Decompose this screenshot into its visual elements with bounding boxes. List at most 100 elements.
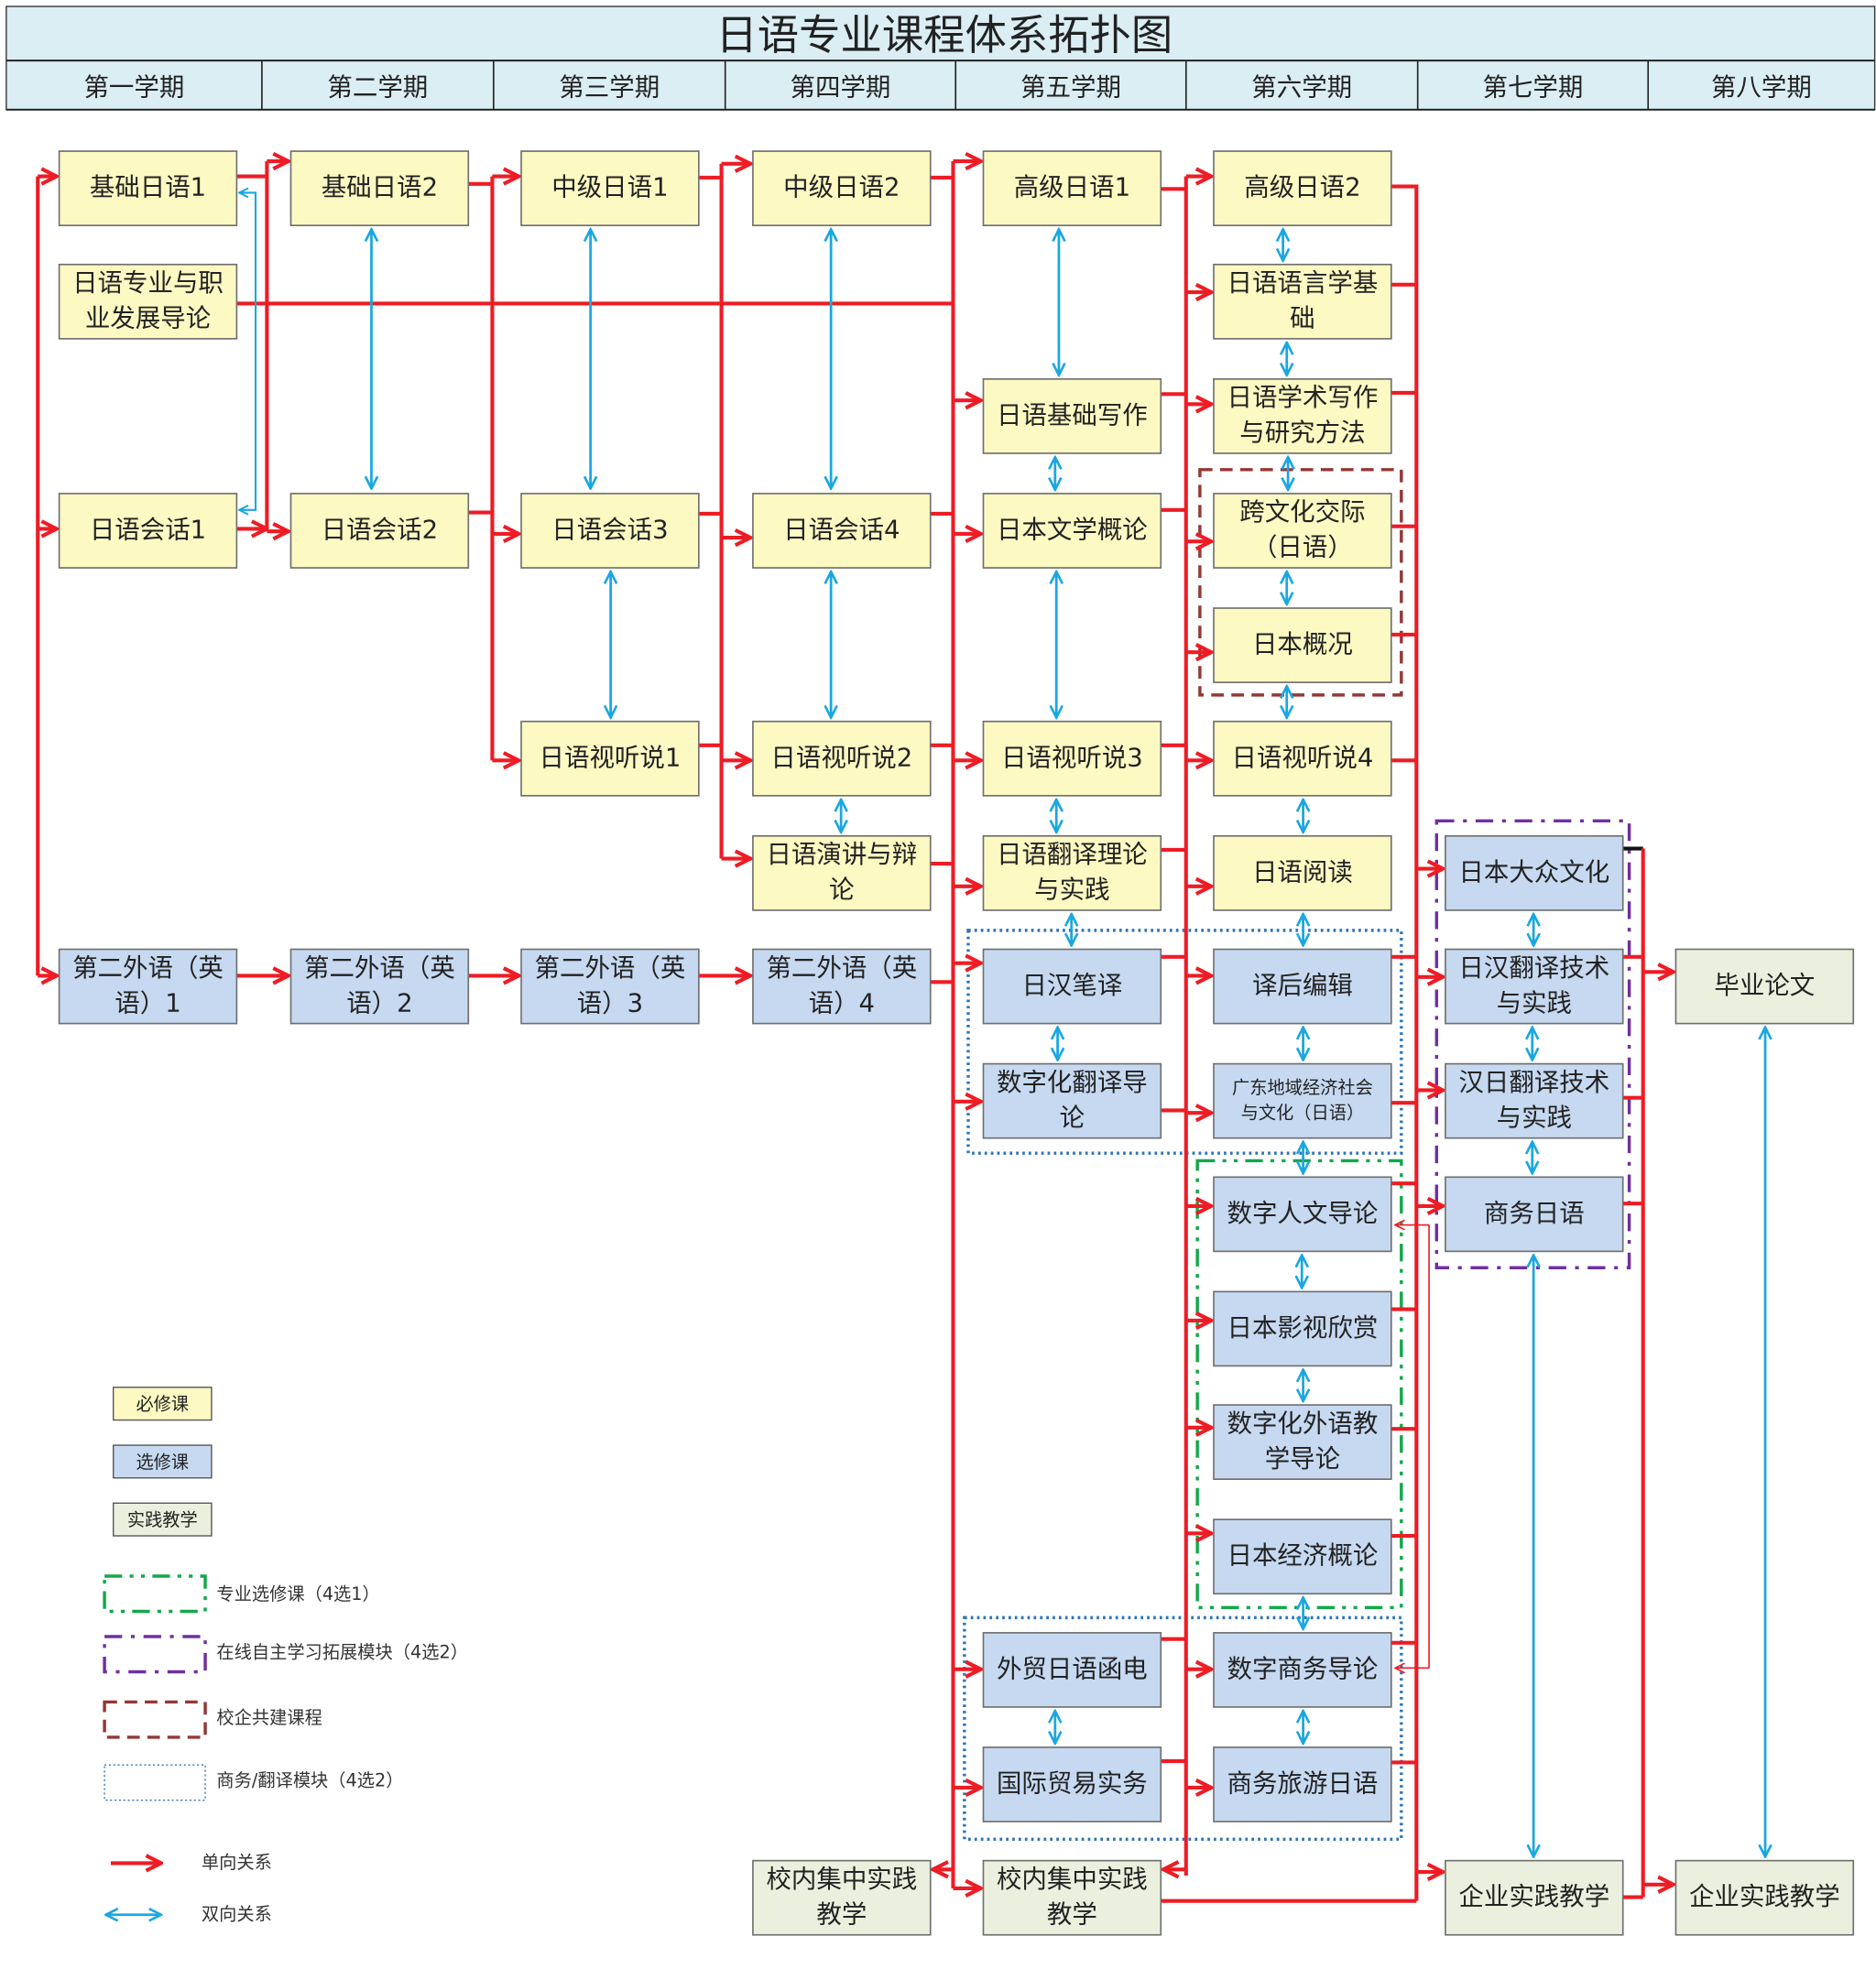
legend-frame-green_group xyxy=(103,1574,207,1614)
course-node-hh1: 日语会话1 xyxy=(58,493,238,569)
required-course-box xyxy=(1213,493,1392,569)
legend-frame-brown_group xyxy=(103,1700,207,1739)
legend-swatch-required xyxy=(113,1387,213,1421)
elective-course-box xyxy=(1445,1062,1624,1139)
course-node-st1: 日语视听说1 xyxy=(520,720,700,797)
course-label: 数字化翻译导 xyxy=(997,1068,1148,1097)
course-label: 日语学术写作 xyxy=(1227,383,1379,412)
required-course-box xyxy=(752,720,932,797)
semester-header: 第五学期 xyxy=(1020,72,1121,102)
course-label: 数字人文导论 xyxy=(1227,1199,1379,1228)
course-label: 高级日语2 xyxy=(1244,173,1360,202)
required-course-box xyxy=(1213,263,1392,340)
course-label: 日汉翻译技术 xyxy=(1458,953,1609,983)
course-node-zj2: 中级日语2 xyxy=(752,150,932,227)
course-node-wx: 日本文学概论 xyxy=(982,493,1162,569)
course-label: 第二外语（英 xyxy=(535,953,686,983)
course-label: 与实践 xyxy=(1034,876,1109,905)
course-label: 日语视听说2 xyxy=(770,743,912,772)
course-label: 日语语言学基 xyxy=(1227,268,1379,298)
course-label: 日本文学概论 xyxy=(997,515,1148,544)
semester-header: 第八学期 xyxy=(1711,72,1812,102)
required-course-box xyxy=(1213,834,1392,911)
practice-course-box xyxy=(752,1859,932,1936)
course-node-hh4: 日语会话4 xyxy=(752,493,932,569)
course-node-rbgk: 日本概况 xyxy=(1213,607,1392,683)
course-label: 广东地域经济社会 xyxy=(1232,1077,1373,1098)
course-node-gj2: 高级日语2 xyxy=(1213,150,1392,227)
required-course-box xyxy=(1213,720,1392,797)
legend: 必修课选修课实践教学专业选修课（4选1）在线自主学习拓展模块（4选2）校企共建课… xyxy=(103,1387,468,1924)
legend-label-practice: 实践教学 xyxy=(127,1509,198,1530)
elective-course-box xyxy=(520,948,700,1025)
elective-course-box xyxy=(1213,1632,1392,1708)
course-label: 础 xyxy=(1290,304,1314,333)
course-label: 企业实践教学 xyxy=(1458,1882,1609,1911)
course-label: 数字化外语教 xyxy=(1227,1409,1379,1438)
legend-label-brown_group: 校企共建课程 xyxy=(216,1707,322,1728)
elective-course-box xyxy=(1213,1176,1392,1253)
course-node-jc2: 基础日语2 xyxy=(289,150,470,227)
elective-course-box xyxy=(1213,948,1392,1025)
elective-course-box xyxy=(982,1632,1162,1708)
elective-course-box xyxy=(1213,1746,1392,1822)
required-course-box xyxy=(58,493,238,569)
course-label: 第二外语（英 xyxy=(304,953,455,983)
one-way-connector xyxy=(1161,187,1188,1877)
course-node-dzwh: 日本大众文化 xyxy=(1445,834,1624,911)
elective-course-box xyxy=(1213,1518,1392,1595)
one-way-connector xyxy=(468,181,495,761)
blue-group-frame-business xyxy=(963,1615,1403,1842)
course-label: 日语会话3 xyxy=(551,515,668,544)
required-course-box xyxy=(520,493,700,569)
required-course-box xyxy=(520,720,700,797)
course-label: 与实践 xyxy=(1497,988,1572,1017)
one-way-connector xyxy=(236,174,269,532)
course-node-qy7: 企业实践教学 xyxy=(1445,1859,1624,1936)
required-course-box xyxy=(1213,607,1392,683)
course-label: 译后编辑 xyxy=(1252,971,1353,1000)
course-node-st3: 日语视听说3 xyxy=(982,720,1162,797)
course-label: 语）3 xyxy=(577,988,643,1017)
course-node-gj1: 高级日语1 xyxy=(982,150,1162,227)
course-node-hh2: 日语会话2 xyxy=(289,493,470,569)
course-label: 日语视听说4 xyxy=(1232,743,1374,772)
course-label: 跨文化交际 xyxy=(1239,497,1365,527)
course-label: 日本大众文化 xyxy=(1458,857,1609,887)
elective-course-box xyxy=(1445,834,1624,911)
required-course-box xyxy=(58,263,238,340)
course-label: 语）2 xyxy=(346,988,412,1017)
required-course-box xyxy=(1213,378,1392,454)
elective-course-box xyxy=(289,948,470,1025)
header-band: 日语专业课程体系拓扑图 xyxy=(5,5,1876,111)
required-course-box xyxy=(752,834,932,911)
course-label: 与实践 xyxy=(1497,1103,1572,1132)
elective-course-box xyxy=(1213,1290,1392,1367)
two-way-arrow xyxy=(239,192,257,509)
elective-course-box xyxy=(58,948,238,1025)
legend-label-required: 必修课 xyxy=(136,1394,189,1415)
course-label: 毕业论文 xyxy=(1714,971,1815,1000)
course-label: 日本概况 xyxy=(1252,630,1353,659)
required-course-box xyxy=(982,720,1162,797)
course-node-szrw: 数字人文导论 xyxy=(1213,1176,1392,1253)
course-label: 日汉笔译 xyxy=(1021,971,1122,1000)
semester-header: 第一学期 xyxy=(83,72,184,102)
course-node-zj1: 中级日语1 xyxy=(520,150,700,227)
course-label: 基础日语1 xyxy=(90,173,206,202)
legend-label-green_group: 专业选修课（4选1） xyxy=(216,1583,379,1605)
required-course-box xyxy=(289,150,470,227)
course-node-gjmy: 国际贸易实务 xyxy=(982,1746,1162,1822)
legend-swatch-elective xyxy=(113,1444,213,1479)
course-label: 日语会话4 xyxy=(783,515,900,544)
course-node-swly: 商务旅游日语 xyxy=(1213,1746,1392,1822)
elective-course-box xyxy=(1213,1062,1392,1139)
legend-label-elective: 选修课 xyxy=(136,1452,189,1473)
course-label: 教学 xyxy=(816,1899,867,1929)
practice-course-box xyxy=(1674,1859,1855,1936)
course-label: 业发展导论 xyxy=(85,304,211,333)
